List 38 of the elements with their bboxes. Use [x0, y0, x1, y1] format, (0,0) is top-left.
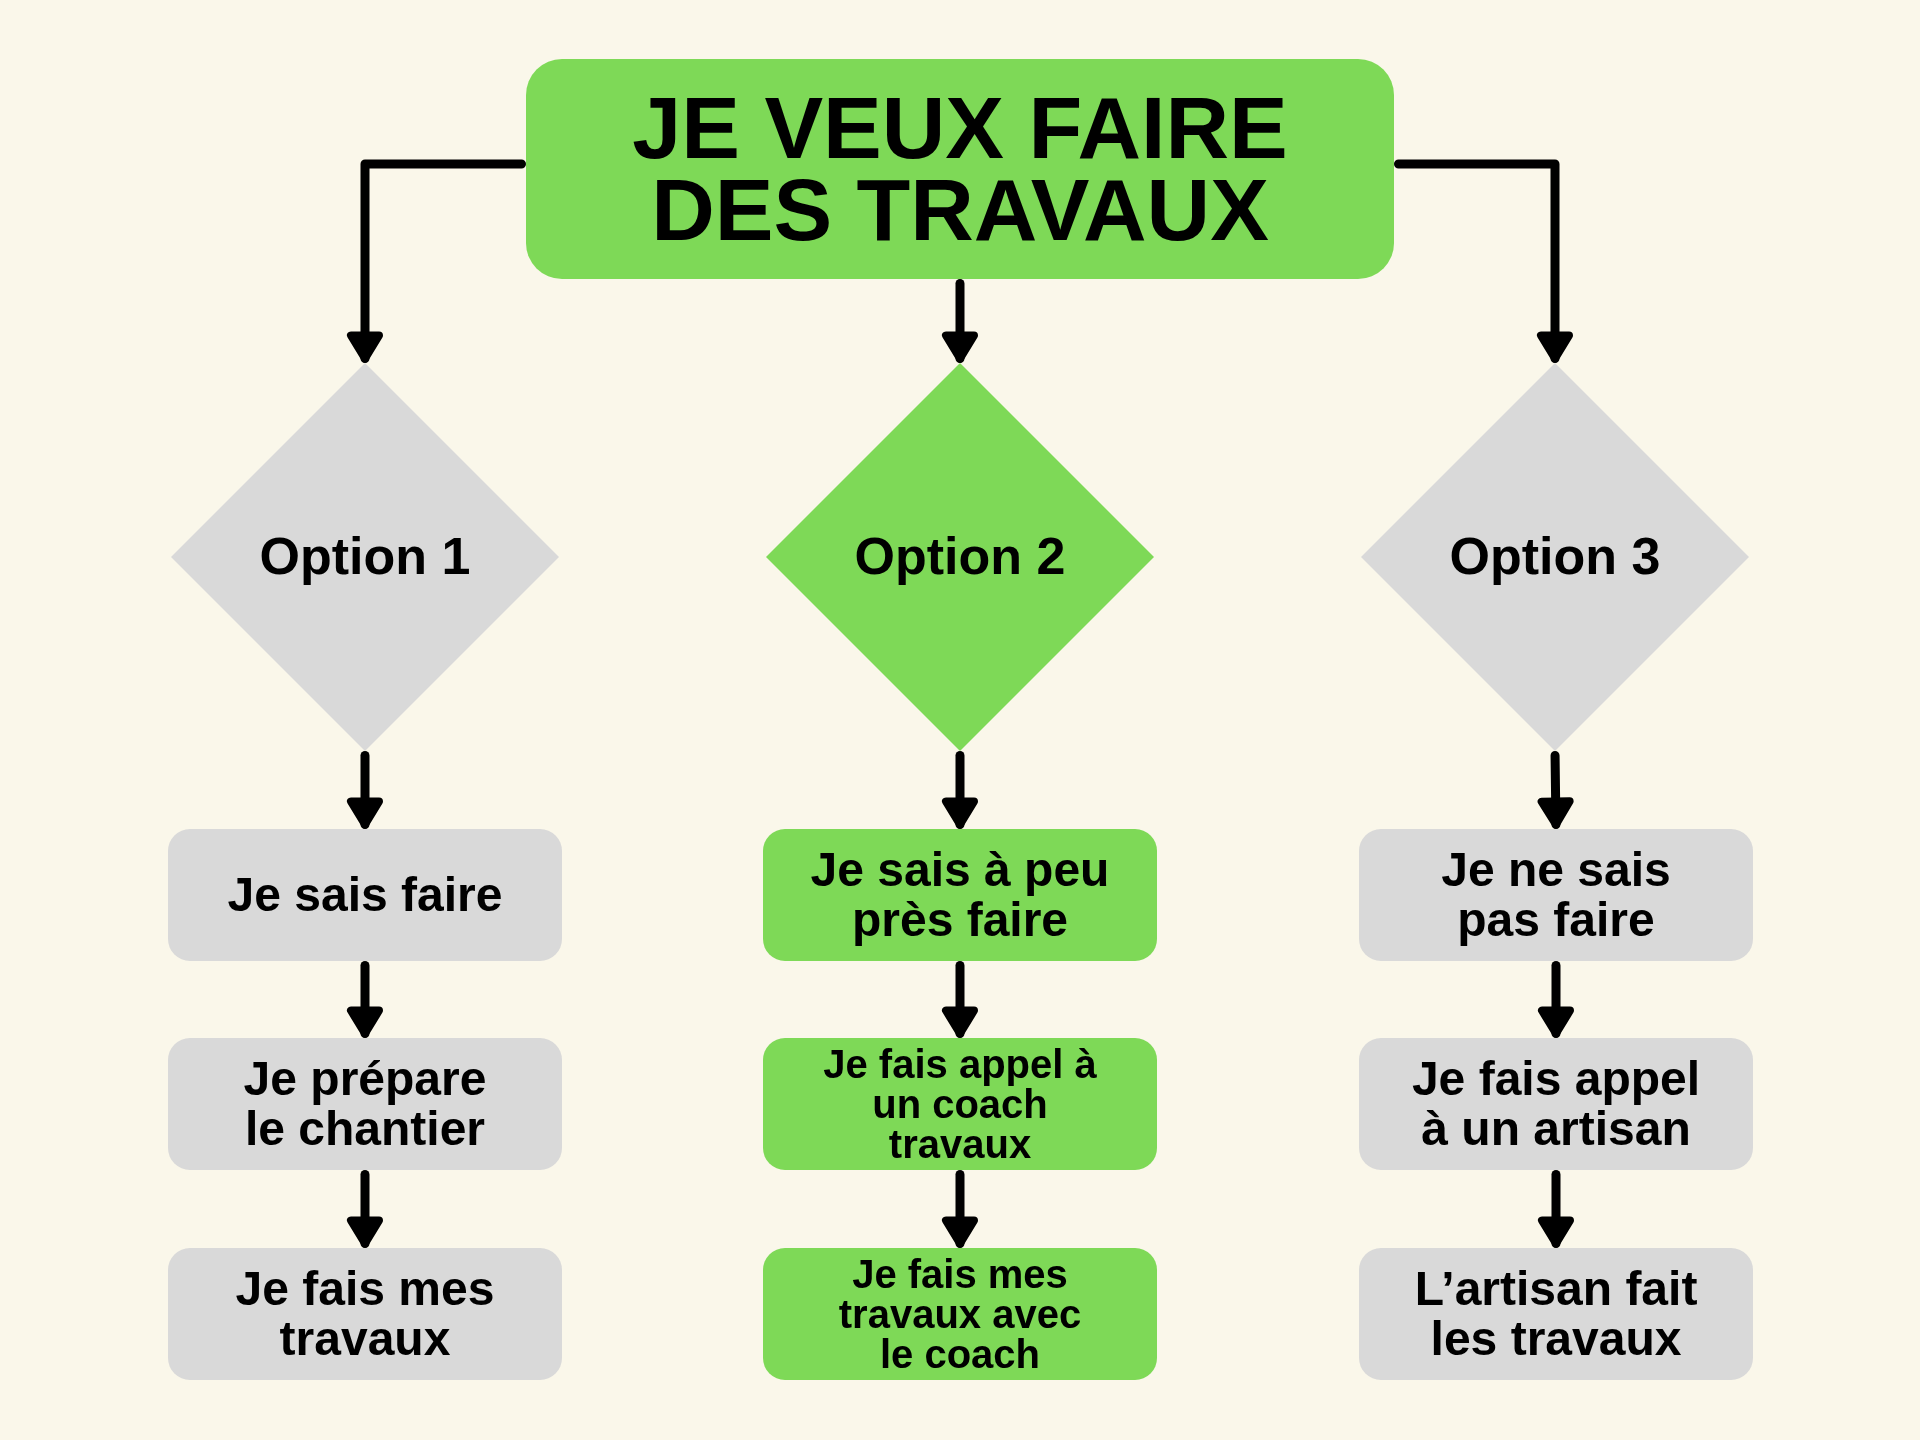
start-box — [526, 59, 1394, 279]
process-box — [168, 829, 562, 961]
step-label: Je fais appel à un coach travaux — [822, 1044, 1098, 1164]
process-box — [1359, 1248, 1753, 1380]
decision-diamond — [1361, 363, 1749, 751]
arrow — [347, 961, 383, 1038]
start-label: JE VEUX FAIRE DES TRAVAUX — [631, 87, 1289, 251]
arrow — [347, 159, 526, 363]
arrow — [942, 961, 978, 1038]
step-label: Je fais appel à un artisan — [1411, 1054, 1701, 1154]
arrow — [1537, 751, 1574, 829]
option-label: Option 3 — [1449, 528, 1661, 586]
option-label: Option 2 — [854, 528, 1066, 586]
decision-diamond — [171, 363, 559, 751]
step-label: Je prépare le chantier — [242, 1054, 488, 1154]
option-label: Option 1 — [259, 528, 471, 586]
process-box — [763, 1248, 1157, 1380]
process-box — [763, 829, 1157, 961]
process-box — [1359, 1038, 1753, 1170]
step-label: Je sais faire — [227, 870, 503, 920]
process-box — [168, 1038, 562, 1170]
process-box — [763, 1038, 1157, 1170]
step-label: Je ne sais pas faire — [1440, 845, 1672, 945]
decision-diamond — [766, 363, 1154, 751]
arrow — [347, 751, 383, 829]
arrow — [1394, 159, 1573, 363]
arrow — [942, 279, 978, 363]
arrow — [1538, 961, 1574, 1038]
process-box — [168, 1248, 562, 1380]
step-label: Je sais à peu près faire — [809, 845, 1111, 945]
arrow — [942, 751, 978, 829]
arrow — [942, 1170, 978, 1248]
arrow — [1538, 1170, 1574, 1248]
step-label: L’artisan fait les travaux — [1413, 1264, 1699, 1364]
step-label: Je fais mes travaux avec le coach — [837, 1254, 1083, 1374]
step-label: Je fais mes travaux — [234, 1264, 496, 1364]
arrow — [347, 1170, 383, 1248]
process-box — [1359, 829, 1753, 961]
